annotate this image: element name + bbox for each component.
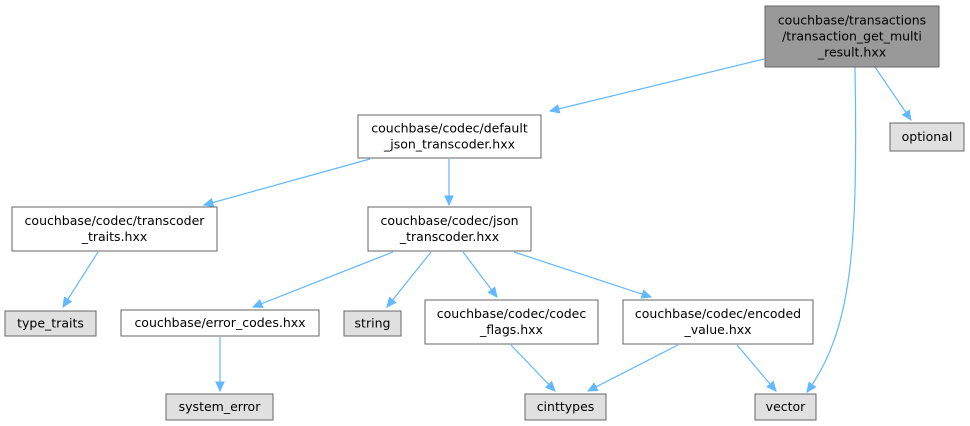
- node-label-line: couchbase/codec/transcoder: [25, 213, 206, 228]
- node-json_transcoder[interactable]: couchbase/codec/json_transcoder.hxx: [367, 206, 532, 252]
- node-label-line: system_error: [179, 399, 262, 414]
- edge-arrowhead: [640, 289, 653, 299]
- edge-root-to-default_json: [548, 58, 765, 114]
- edges-layer: [62, 58, 912, 393]
- edge-line: [510, 344, 556, 392]
- node-type_traits: type_traits: [4, 310, 97, 337]
- edge-arrowhead: [62, 296, 73, 309]
- edge-line: [386, 251, 432, 308]
- edge-json_transcoder-to-encoded_value: [513, 251, 653, 299]
- edge-arrowhead: [444, 195, 454, 207]
- edge-arrowhead: [487, 286, 498, 298]
- edge-json_transcoder-to-string: [386, 251, 432, 308]
- edge-line: [203, 158, 371, 206]
- node-label-line: type_traits: [17, 316, 84, 331]
- node-encoded_value[interactable]: couchbase/codec/encoded_value.hxx: [622, 299, 814, 345]
- node-optional: optional: [889, 122, 965, 152]
- node-traits[interactable]: couchbase/codec/transcoder_traits.hxx: [11, 206, 218, 252]
- node-box: [424, 299, 599, 345]
- node-label-line: couchbase/transactions: [778, 13, 926, 28]
- node-vector: vector: [754, 393, 817, 421]
- node-box: [622, 299, 814, 345]
- node-label-line: cinttypes: [537, 399, 595, 414]
- node-label-line: _result.hxx: [817, 45, 886, 60]
- edge-encoded_value-to-cinttypes: [586, 344, 679, 392]
- node-box: [165, 393, 274, 421]
- edge-line: [806, 66, 857, 393]
- edge-default_json-to-traits: [202, 158, 371, 208]
- node-box: [120, 309, 320, 337]
- nodes-layer: couchbase/transactions/transaction_get_m…: [4, 5, 965, 421]
- edge-arrowhead: [215, 381, 225, 393]
- edge-arrowhead: [386, 296, 397, 308]
- node-label-line: couchbase/error_codes.hxx: [134, 315, 305, 330]
- node-label-line: _value.hxx: [683, 322, 751, 337]
- node-error_codes[interactable]: couchbase/error_codes.hxx: [120, 309, 320, 337]
- edge-json_transcoder-to-codec_flags: [462, 251, 498, 298]
- edge-arrowhead: [901, 109, 912, 122]
- node-string: string: [343, 310, 402, 337]
- node-box: [357, 114, 542, 159]
- node-default_json[interactable]: couchbase/codec/default_json_transcoder.…: [357, 114, 542, 159]
- edge-root-to-optional: [874, 66, 912, 122]
- edge-codec_flags-to-cinttypes: [510, 344, 556, 392]
- edge-arrowhead: [766, 380, 777, 392]
- node-cinttypes: cinttypes: [524, 393, 607, 421]
- edge-line: [549, 58, 765, 112]
- edge-error_codes-to-system_error: [215, 337, 225, 393]
- node-label-line: couchbase/codec/codec: [437, 306, 587, 321]
- node-box: [524, 393, 607, 421]
- edge-arrowhead: [202, 197, 215, 208]
- node-label-line: _flags.hxx: [479, 322, 543, 337]
- edge-traits-to-type_traits: [62, 251, 99, 309]
- edge-json_transcoder-to-error_codes: [251, 251, 394, 309]
- node-box: [11, 206, 218, 252]
- node-label-line: couchbase/codec/default: [371, 121, 528, 136]
- node-label-line: /transaction_get_multi: [782, 29, 922, 44]
- edge-line: [252, 251, 394, 308]
- edge-arrowhead: [548, 104, 561, 114]
- edge-arrowhead: [251, 299, 264, 309]
- node-root: couchbase/transactions/transaction_get_m…: [764, 5, 940, 68]
- edge-line: [874, 66, 912, 121]
- node-label-line: _transcoder.hxx: [399, 229, 499, 244]
- node-label-line: optional: [902, 129, 953, 144]
- node-label-line: vector: [766, 399, 807, 414]
- edge-root-to-vector: [806, 66, 857, 393]
- edge-arrowhead: [806, 381, 817, 393]
- node-box: [343, 310, 402, 337]
- node-label-line: _json_transcoder.hxx: [383, 137, 515, 152]
- node-box: [764, 5, 940, 68]
- node-label-line: string: [355, 316, 391, 331]
- node-box: [367, 206, 532, 252]
- node-box: [889, 122, 965, 152]
- node-codec_flags[interactable]: couchbase/codec/codec_flags.hxx: [424, 299, 599, 345]
- node-system_error: system_error: [165, 393, 274, 421]
- node-label-line: couchbase/codec/encoded: [635, 306, 801, 321]
- edge-arrowhead: [544, 380, 556, 392]
- node-label-line: couchbase/codec/json: [380, 213, 518, 228]
- edge-default_json-to-json_transcoder: [444, 159, 454, 207]
- node-label-line: _traits.hxx: [81, 229, 148, 244]
- edge-line: [736, 344, 777, 392]
- node-box: [4, 310, 97, 337]
- node-box: [754, 393, 817, 421]
- edge-encoded_value-to-vector: [736, 344, 777, 392]
- edge-arrowhead: [586, 382, 599, 392]
- edge-line: [587, 344, 679, 392]
- edge-line: [62, 251, 99, 308]
- edge-line: [513, 251, 652, 298]
